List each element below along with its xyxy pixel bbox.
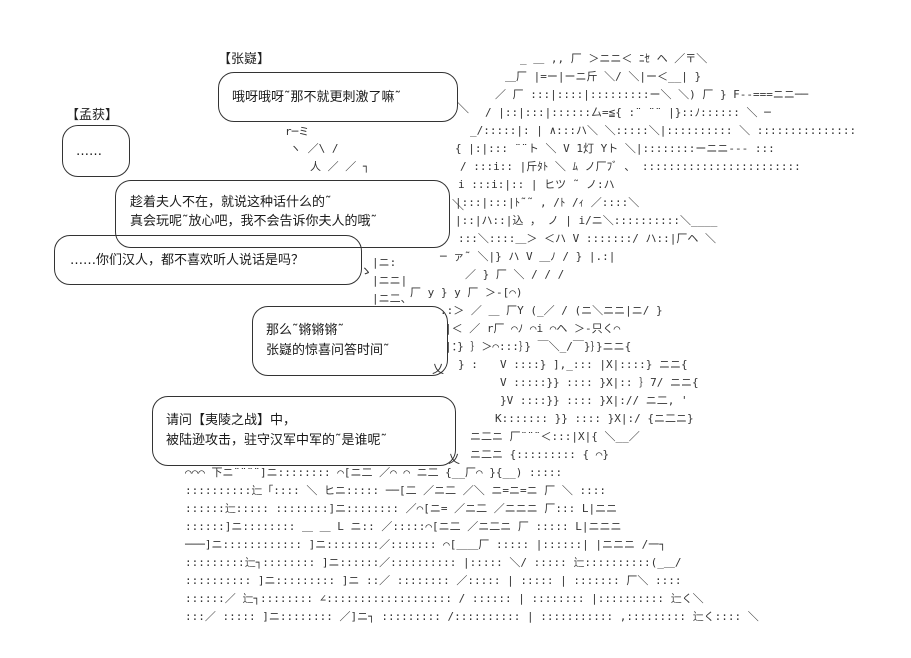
svg-text:|＜ ／ r厂 ⌒ﾉ ⌒i ⌒ヘ ＞-只く⌒: |＜ ／ r厂 ⌒ﾉ ⌒i ⌒ヘ ＞-只く⌒ [445, 322, 621, 335]
speech-bubble-zhang-yi-2 [252, 306, 448, 376]
svg-text:}V ::::}} :::: }X|:// ニ二, ': }V ::::}} :::: }X|:// ニ二, ' [500, 394, 688, 407]
speaker-label-zhang-yi: 【张嶷】 [218, 52, 271, 67]
svg-text:::::::／ 辷┐:::::::: ∠::::::::::: ::::::／ 辷┐:::::::: ∠::::::::::::::::::: … [185, 592, 704, 605]
svg-text::::／ ::::: ]ニ:::::::: ／]ニ┐ :::: :::／ ::::: ]ニ:::::::: ／]ニ┐ ::::::::: /::… [185, 610, 759, 623]
speech-bubble-meng-huo-2 [115, 180, 450, 248]
svg-text:::::::::::辷「:::: ＼ ヒニ::::: ──[: ::::::::::辷「:::: ＼ ヒニ::::: ──[二 ／ニ二 ／＼ ニ… [185, 484, 606, 497]
svg-text:/ :::i:: |斤ﾀﾄ ＼ ﾑ ノ厂ﾌﾞ 、 ::::: / :::i:: |斤ﾀﾄ ＼ ﾑ ノ厂ﾌﾞ 、 :::::::::::::::… [460, 160, 801, 173]
speech-bubble-meng-huo-1 [62, 125, 130, 177]
svg-text:V :::::}} :::: }X|:: ｝7/ ニニ{: V :::::}} :::: }X|:: ｝7/ ニニ{ [500, 376, 699, 389]
svg-text:} :: } : [458, 358, 478, 371]
svg-text:|：} ｝＞⌒:::｝} ￣＼_/￣}｝}ニニ{: |：} ｝＞⌒:::｝} ￣＼_/￣}｝}ニニ{ [445, 339, 631, 353]
svg-text:i :::i:|:: | ヒツ ˜ ノ:ハ: i :::i:|:: | ヒツ ˜ ノ:ハ [458, 178, 615, 191]
bubble-text: 张嶷的惊喜问答时间˜ [266, 343, 390, 358]
svg-text:|::|ハ::|込 ， ノ | i/ニ＼:::::: |::|ハ::|込 ， ノ | i/ニ＼::::::::::＼____ [455, 214, 718, 227]
svg-text:.:＞ ／ ＿ 厂Y (_／ / (ニ＼ニニ|ニ/: .:＞ ／ ＿ 厂Y (_／ / (ニ＼ニニ|ニ/ } [440, 304, 663, 317]
bubble-tail: ＼ [457, 101, 470, 115]
svg-text:K::::::: }} :::: }X|:/ {ニ二ニ}: K::::::: }} :::: }X|:/ {ニ二ニ} [495, 412, 694, 425]
svg-text::::::::::: ]ニ::::::::: ]ニ ::／: :::::::::: ]ニ::::::::: ]ニ ::／ :::::::: ／… [185, 574, 681, 587]
svg-text:_/:::::|: | ∧:::ハ＼ ＼:::::＼|:::: _/:::::|: | ∧:::ハ＼ ＼:::::＼|:::::::::: ＼ … [470, 124, 856, 137]
svg-text:⌒⌒⌒ 下ニ¨¨¨¨]ニ:::::::: ⌒[ニ二 ／⌒: ⌒⌒⌒ 下ニ¨¨¨¨]ニ:::::::: ⌒[ニ二 ／⌒ ⌒ ニ二 {__厂⌒ … [185, 466, 562, 479]
svg-text:ニ二ニ 厂¨¨¨＜:::|X|{ ＼__／: ニ二ニ 厂¨¨¨＜:::|X|{ ＼__／ [470, 430, 640, 443]
bubble-tail: ゝ [360, 264, 373, 278]
bubble-text: 被陆逊攻击，驻守汉军中军的˜是谁呢˜ [166, 433, 388, 448]
bubble-text: 哦呀哦呀˜那不就更刺激了嘛˜ [232, 90, 402, 105]
svg-text::::＼::::＿＞ ＜ハ V :::::::/: :::＼::::＿＞ ＜ハ V :::::::/ ハ::|厂ヘ ＼ [458, 232, 716, 245]
speech-bubble-zhang-yi-3 [152, 396, 456, 466]
bubble-text: 那么˜锵锵锵˜ [266, 323, 345, 338]
svg-text:|ニ:: |ニ: [372, 256, 396, 269]
svg-text:人 ／ ／ ┐: 人 ／ ／ ┐ [310, 160, 370, 173]
bubble-text: 请问【夷陵之战】中， [166, 413, 297, 428]
svg-text:V ::::} ],_::: |X|::::} ニニ{: V ::::} ],_::: |X|::::} ニニ{ [500, 358, 688, 371]
bubble-tail: 乂 [448, 452, 461, 466]
bubble-text: …… [76, 144, 102, 159]
svg-text:|ニニ|: |ニニ| [372, 274, 407, 287]
svg-text:::::::辷::::: ::::::::]ニ:::::::: ::::::辷::::: ::::::::]ニ:::::::: ／⌒[ニ= ／ニ… [185, 502, 617, 515]
svg-text:_ ＿ ,, 厂 ＞ニニ＜ ﾆｾ ヘ ／〒＼: _ ＿ ,, 厂 ＞ニニ＜ ﾆｾ ヘ ／〒＼ [520, 52, 707, 65]
speaker-label-meng-huo: 【孟获】 [66, 108, 119, 123]
svg-text:ヽ ／\ /: ヽ ／\ / [290, 142, 339, 155]
svg-text:＿厂 |=ー|ーニ斤 ＼/ ＼|ー＜__| }: ＿厂 |=ー|ーニ斤 ＼/ ＼|ー＜__| } [505, 70, 701, 83]
svg-text:─ ァ˜ ＼|} ハ V ＿ﾉ: ─ ァ˜ ＼|} ハ V ＿ﾉ / } |.:| [439, 250, 615, 263]
bubble-tail: ＼ [452, 198, 465, 212]
svg-text::::::::::辷┐:::::::: ]ニ::::::／:: :::::::::辷┐:::::::: ]ニ::::::／:::::::::: … [185, 556, 681, 569]
bubble-text: 真会玩呢˜放心吧，我不会告诉你夫人的哦˜ [130, 214, 378, 229]
bubble-text: 趁着夫人不在，就说这种话什么的˜ [130, 195, 332, 210]
svg-text:ニ二ニ {::::::::: { ⌒}: ニ二ニ {::::::::: { ⌒} [470, 448, 609, 461]
svg-text:::::::]ニ:::::::: ＿ ＿ L ニ:: ／::: ::::::]ニ:::::::: ＿ ＿ L ニ:: ／:::::⌒[ニ二 ／ニ… [185, 520, 622, 533]
speech-bubble-zhang-yi-1 [218, 72, 458, 122]
bubble-tail: 乂 [432, 362, 445, 376]
svg-text:|:::|:::|ﾄ˜˜ , /ﾄ /ｨ: |:::|:::|ﾄ˜˜ , /ﾄ /ｨ ／::::＼ [455, 196, 639, 209]
svg-text:{ |:|::: ¨¨ト ＼ V 1灯 Yト ＼|:::::: { |:|::: ¨¨ト ＼ V 1灯 Yト ＼|::::::::ーニニ--- … [455, 142, 775, 155]
svg-text:───]ニ:::::::::::: ]ニ::::::::／:: ───]ニ:::::::::::: ]ニ::::::::／::::::: ⌒[＿… [184, 538, 666, 551]
svg-text:／ } 厂 ＼ /: ／ } 厂 ＼ / / / [465, 268, 564, 281]
svg-text:/ |::|:::|::::::厶=≦{ :¨ ¨¨ |}:: / |::|:::|::::::厶=≦{ :¨ ¨¨ |}::ﾉ:::::: ＼… [485, 106, 771, 119]
svg-text:厂 y } y 厂: 厂 y } y 厂 ＞-[⌒) [410, 286, 522, 299]
svg-text:r─ミ: r─ミ [285, 125, 309, 138]
bubble-text: ……你们汉人，都不喜欢听人说话是吗？ [70, 253, 305, 268]
speech-bubble-meng-huo-3 [54, 235, 362, 285]
svg-text:|ニ二、: |ニ二、 [372, 292, 412, 305]
svg-text:／ 厂 :::|::::|:::::::::ー＼ ＼) 厂: ／ 厂 :::|::::|:::::::::ー＼ ＼) 厂 } F--===ニニ… [495, 88, 809, 101]
